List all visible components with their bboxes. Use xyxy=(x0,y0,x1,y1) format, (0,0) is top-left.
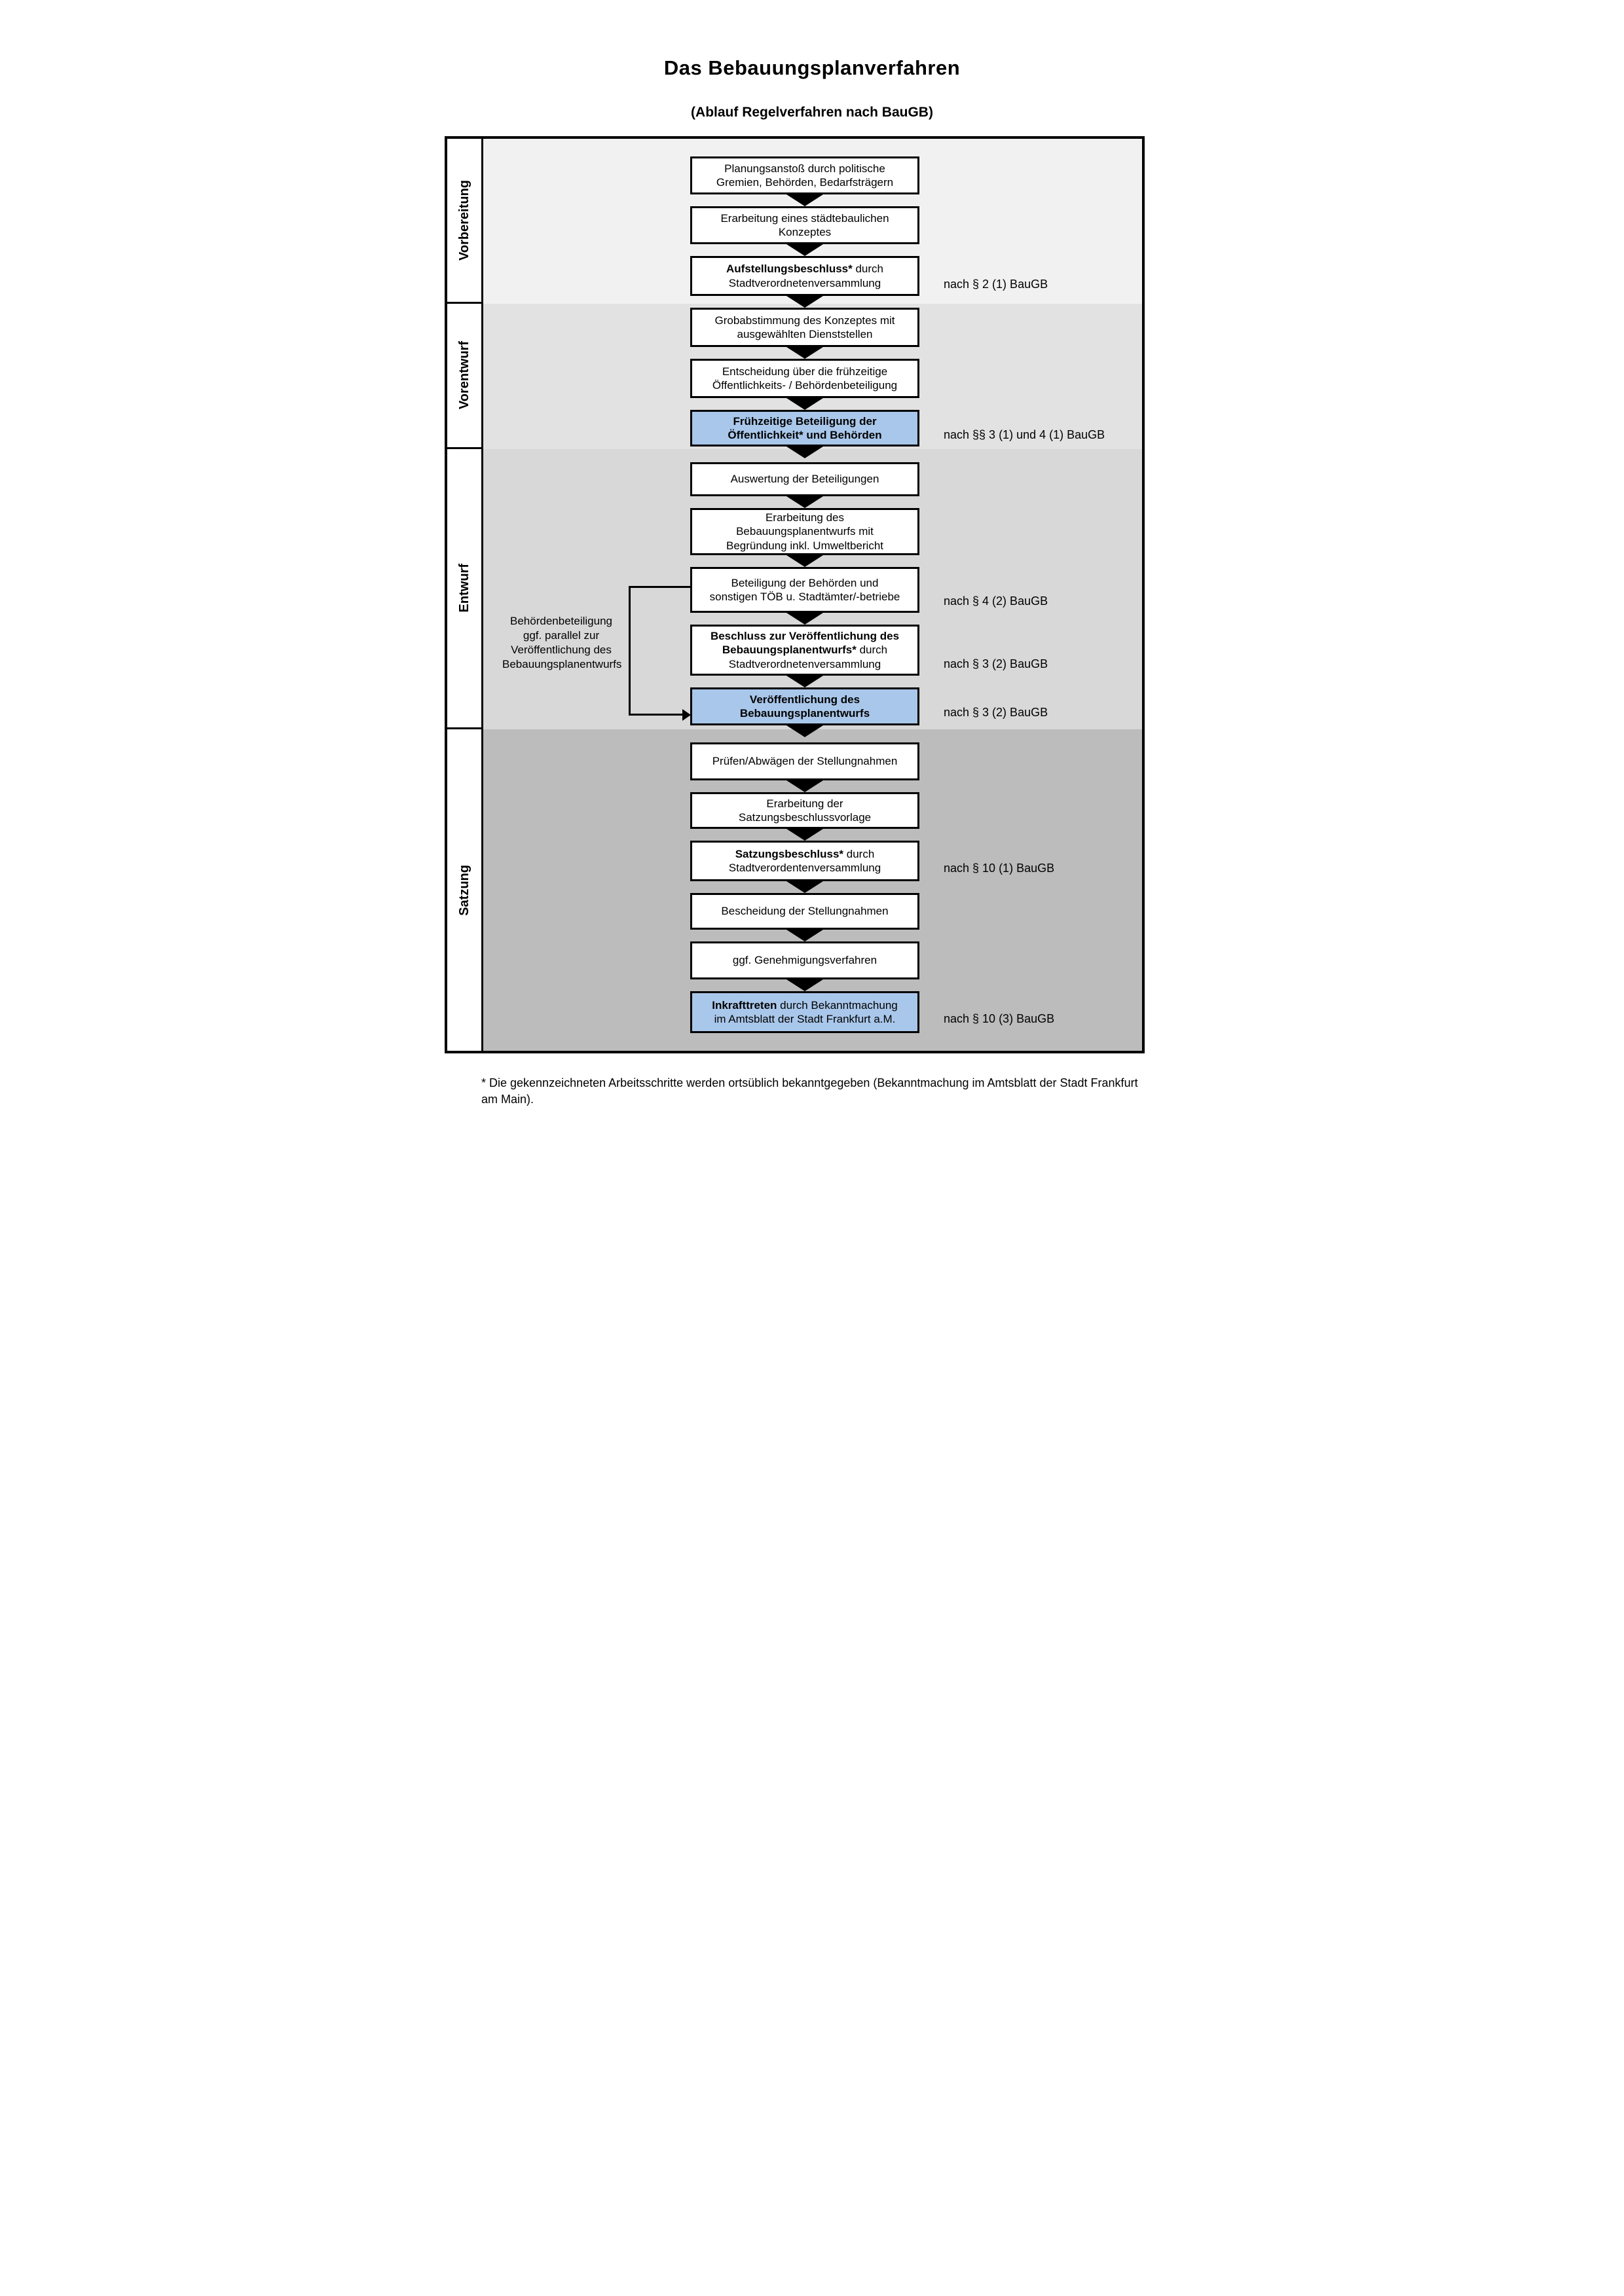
step-text: Erarbeitung des Bebauungsplanentwurfs mi… xyxy=(726,511,883,552)
legal-reference: nach § 4 (2) BauGB xyxy=(944,594,1048,608)
parallel-connector-vertical-line xyxy=(629,586,631,716)
down-arrow-icon xyxy=(786,347,823,359)
down-arrow-icon xyxy=(786,613,823,625)
step-text: ggf. Genehmigungsverfahren xyxy=(732,954,877,967)
parallel-connector-bottom-line xyxy=(629,714,684,716)
step-text: Auswertung der Beteiligungen xyxy=(730,473,879,486)
parallel-connector-arrowhead-icon xyxy=(682,709,691,721)
flow-step-box: Erarbeitung eines städtebaulichen Konzep… xyxy=(690,206,919,244)
legal-reference: nach §§ 3 (1) und 4 (1) BauGB xyxy=(944,428,1105,441)
flow-step-box: Erarbeitung der Satzungsbeschlussvorlage xyxy=(690,792,919,829)
parallel-connector-top-line xyxy=(629,586,690,588)
step-text: Grobabstimmung des Konzeptes mit ausgewä… xyxy=(714,314,895,340)
flow-step-box-highlighted: Frühzeitige Beteiligung der Öffentlichke… xyxy=(690,410,919,446)
page-title: Das Bebauungsplanverfahren xyxy=(663,56,961,79)
page-subtitle: (Ablauf Regelverfahren nach BauGB) xyxy=(691,105,933,120)
phase-label-cell: Vorbereitung xyxy=(447,139,483,304)
step-text: Erarbeitung eines städtebaulichen Konzep… xyxy=(720,211,889,238)
down-arrow-icon xyxy=(786,398,823,410)
flow-step-box: Prüfen/Abwägen der Stellungnahmen xyxy=(690,742,919,780)
flow-step-box: ggf. Genehmigungsverfahren xyxy=(690,941,919,979)
flow-step-box: Auswertung der Beteiligungen xyxy=(690,462,919,496)
step-text: Beschluss zur Veröffentlichung des Bebau… xyxy=(710,629,900,670)
flow-step-box: Entscheidung über die frühzeitige Öffent… xyxy=(690,359,919,398)
parallel-note: Behördenbeteiligung ggf. parallel zur Ve… xyxy=(502,615,622,671)
down-arrow-icon xyxy=(786,555,823,567)
legal-reference: nach § 10 (1) BauGB xyxy=(944,862,1055,875)
flow-overlay: Behördenbeteiligung ggf. parallel zur Ve… xyxy=(447,139,1142,1051)
down-arrow-icon xyxy=(786,296,823,308)
flow-step-box: Beteiligung der Behörden und sonstigen T… xyxy=(690,567,919,613)
flow-step-box: Grobabstimmung des Konzeptes mit ausgewä… xyxy=(690,308,919,347)
step-text: Satzungsbeschluss* durch Stadtverordente… xyxy=(728,847,881,874)
page: Das Bebauungsplanverfahren (Ablauf Regel… xyxy=(406,0,1218,1148)
step-text: Planungsanstoß durch politische Gremien,… xyxy=(716,162,894,189)
down-arrow-icon xyxy=(786,930,823,941)
flow-column: Planungsanstoß durch politische Gremien,… xyxy=(690,139,919,1033)
down-arrow-icon xyxy=(786,446,823,458)
step-text: Veröffentlichung des Bebauungsplanentwur… xyxy=(739,693,870,720)
down-arrow-icon xyxy=(786,979,823,991)
down-arrow-icon xyxy=(786,496,823,508)
phase-label-cell: Satzung xyxy=(447,729,483,1051)
step-text: Bescheidung der Stellungnahmen xyxy=(721,905,889,918)
step-text: Entscheidung über die frühzeitige Öffent… xyxy=(712,365,898,392)
legal-reference: nach § 10 (3) BauGB xyxy=(944,1012,1055,1025)
flow-step-box-highlighted: Veröffentlichung des Bebauungsplanentwur… xyxy=(690,687,919,725)
step-text: Beteiligung der Behörden und sonstigen T… xyxy=(709,576,900,603)
phase-label-cell: Vorentwurf xyxy=(447,304,483,449)
phase-label-cell: Entwurf xyxy=(447,449,483,729)
flow-step-box: Aufstellungsbeschluss* durch Stadtverord… xyxy=(690,256,919,296)
legal-reference: nach § 3 (2) BauGB xyxy=(944,657,1048,670)
down-arrow-icon xyxy=(786,780,823,792)
down-arrow-icon xyxy=(786,244,823,256)
footnote: * Die gekennzeichneten Arbeitsschritte w… xyxy=(481,1076,1138,1106)
flow-step-box: Beschluss zur Veröffentlichung des Bebau… xyxy=(690,625,919,676)
step-text: Frühzeitige Beteiligung der Öffentlichke… xyxy=(728,414,882,441)
down-arrow-icon xyxy=(786,881,823,893)
legal-reference: nach § 2 (1) BauGB xyxy=(944,278,1048,291)
flow-step-box: Bescheidung der Stellungnahmen xyxy=(690,893,919,930)
step-text: Inkrafttreten durch Bekanntmachung im Am… xyxy=(712,998,898,1025)
process-table: Vorbereitung Vorentwurf Entwurf Satzung xyxy=(445,136,1145,1053)
down-arrow-icon xyxy=(786,829,823,841)
down-arrow-icon xyxy=(786,725,823,737)
flow-step-box-highlighted: Inkrafttreten durch Bekanntmachung im Am… xyxy=(690,991,919,1033)
down-arrow-icon xyxy=(786,194,823,206)
flow-step-box: Planungsanstoß durch politische Gremien,… xyxy=(690,156,919,194)
flow-step-box: Erarbeitung des Bebauungsplanentwurfs mi… xyxy=(690,508,919,555)
legal-reference: nach § 3 (2) BauGB xyxy=(944,706,1048,719)
down-arrow-icon xyxy=(786,676,823,687)
flow-step-box: Satzungsbeschluss* durch Stadtverordente… xyxy=(690,841,919,881)
step-text: Prüfen/Abwägen der Stellungnahmen xyxy=(712,755,898,768)
step-text: Aufstellungsbeschluss* durch Stadtverord… xyxy=(726,263,883,289)
step-text: Erarbeitung der Satzungsbeschlussvorlage xyxy=(738,797,872,824)
